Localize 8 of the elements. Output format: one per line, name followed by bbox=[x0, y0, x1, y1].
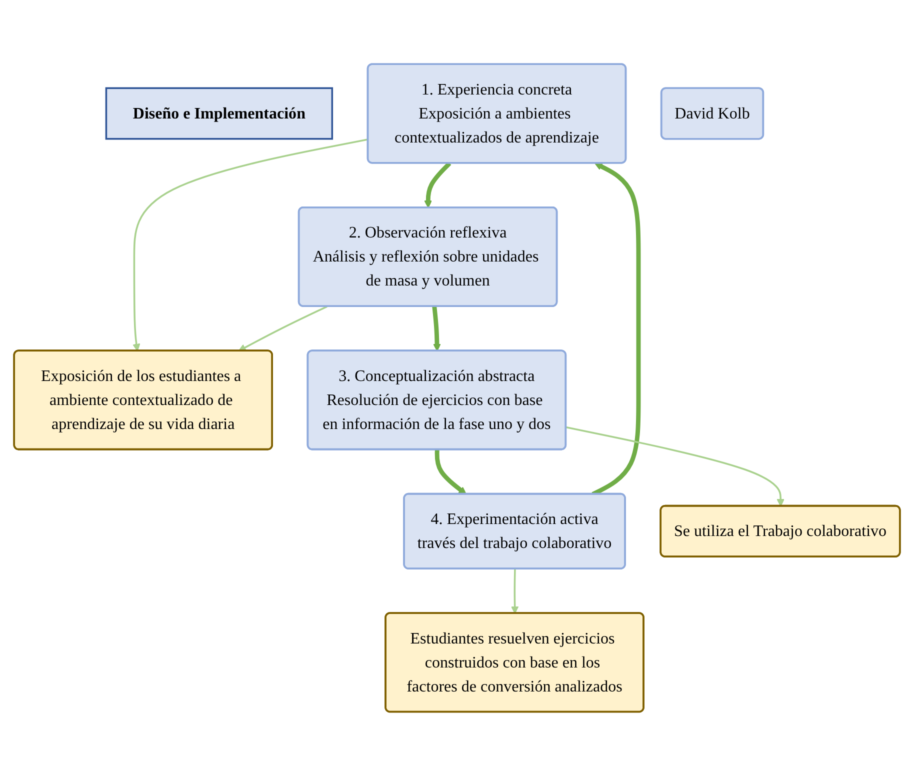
arrow bbox=[432, 306, 441, 351]
arrow bbox=[132, 138, 368, 351]
arrow bbox=[434, 449, 467, 494]
node-box: Diseño e Implementación bbox=[105, 86, 334, 140]
arrow bbox=[424, 161, 452, 208]
arrow bbox=[238, 305, 328, 351]
arrow bbox=[566, 426, 785, 506]
arrow bbox=[510, 568, 519, 614]
